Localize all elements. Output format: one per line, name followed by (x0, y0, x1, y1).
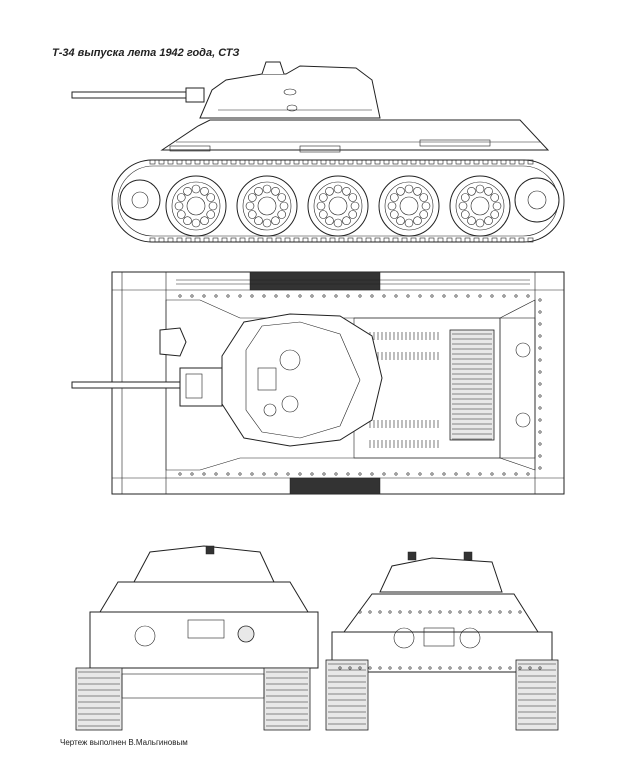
turret-hatch (279, 349, 301, 371)
road-wheel (165, 175, 227, 237)
track-front-right (263, 667, 311, 731)
idler-wheel (119, 179, 161, 221)
road-wheel (307, 175, 369, 237)
drive-sprocket (514, 177, 560, 223)
road-wheel (236, 175, 298, 237)
rear-view (325, 551, 559, 731)
fender-equipment-bottom (289, 477, 381, 495)
turret-front (133, 545, 275, 583)
driver-hatch-front (187, 619, 225, 639)
gun-mantlet-top (179, 367, 223, 407)
top-view (71, 271, 565, 495)
rear-track-links (328, 663, 556, 725)
fender-equipment-top (249, 271, 381, 291)
rear-plate (331, 631, 553, 673)
turret-rear (379, 557, 503, 593)
gun-mantlet (185, 87, 205, 103)
driver-hatch (159, 327, 187, 357)
drawing-credit: Чертеж выполнен В.Мальгиновым (60, 738, 188, 747)
exhaust-right (459, 627, 481, 649)
grille-slats (452, 333, 492, 440)
front-track-links (78, 671, 308, 727)
front-view (75, 545, 319, 731)
gun-barrel-top (71, 381, 187, 389)
gun-barrel (71, 91, 191, 99)
track-rear-right (515, 659, 559, 731)
turret-side (199, 65, 381, 119)
commander-cupola (261, 61, 285, 75)
road-wheel (449, 175, 511, 237)
rear-rivets (338, 610, 542, 670)
hull-upper (160, 119, 550, 151)
drawing-title: Т-34 выпуска лета 1942 года, СТЗ (52, 47, 240, 59)
road-wheels (165, 175, 511, 237)
track-rear-left (325, 659, 369, 731)
hull-rivets (178, 294, 542, 476)
fender-tools (169, 139, 491, 153)
track-links (149, 159, 534, 243)
hull-glacis (99, 581, 309, 613)
hull-front (89, 611, 319, 669)
track-front-left (75, 667, 123, 731)
exhaust-left (393, 627, 415, 649)
bow-mg (134, 625, 156, 647)
turret-top (221, 313, 383, 447)
road-wheel (378, 175, 440, 237)
side-view (71, 61, 565, 243)
engine-grille (449, 329, 495, 441)
